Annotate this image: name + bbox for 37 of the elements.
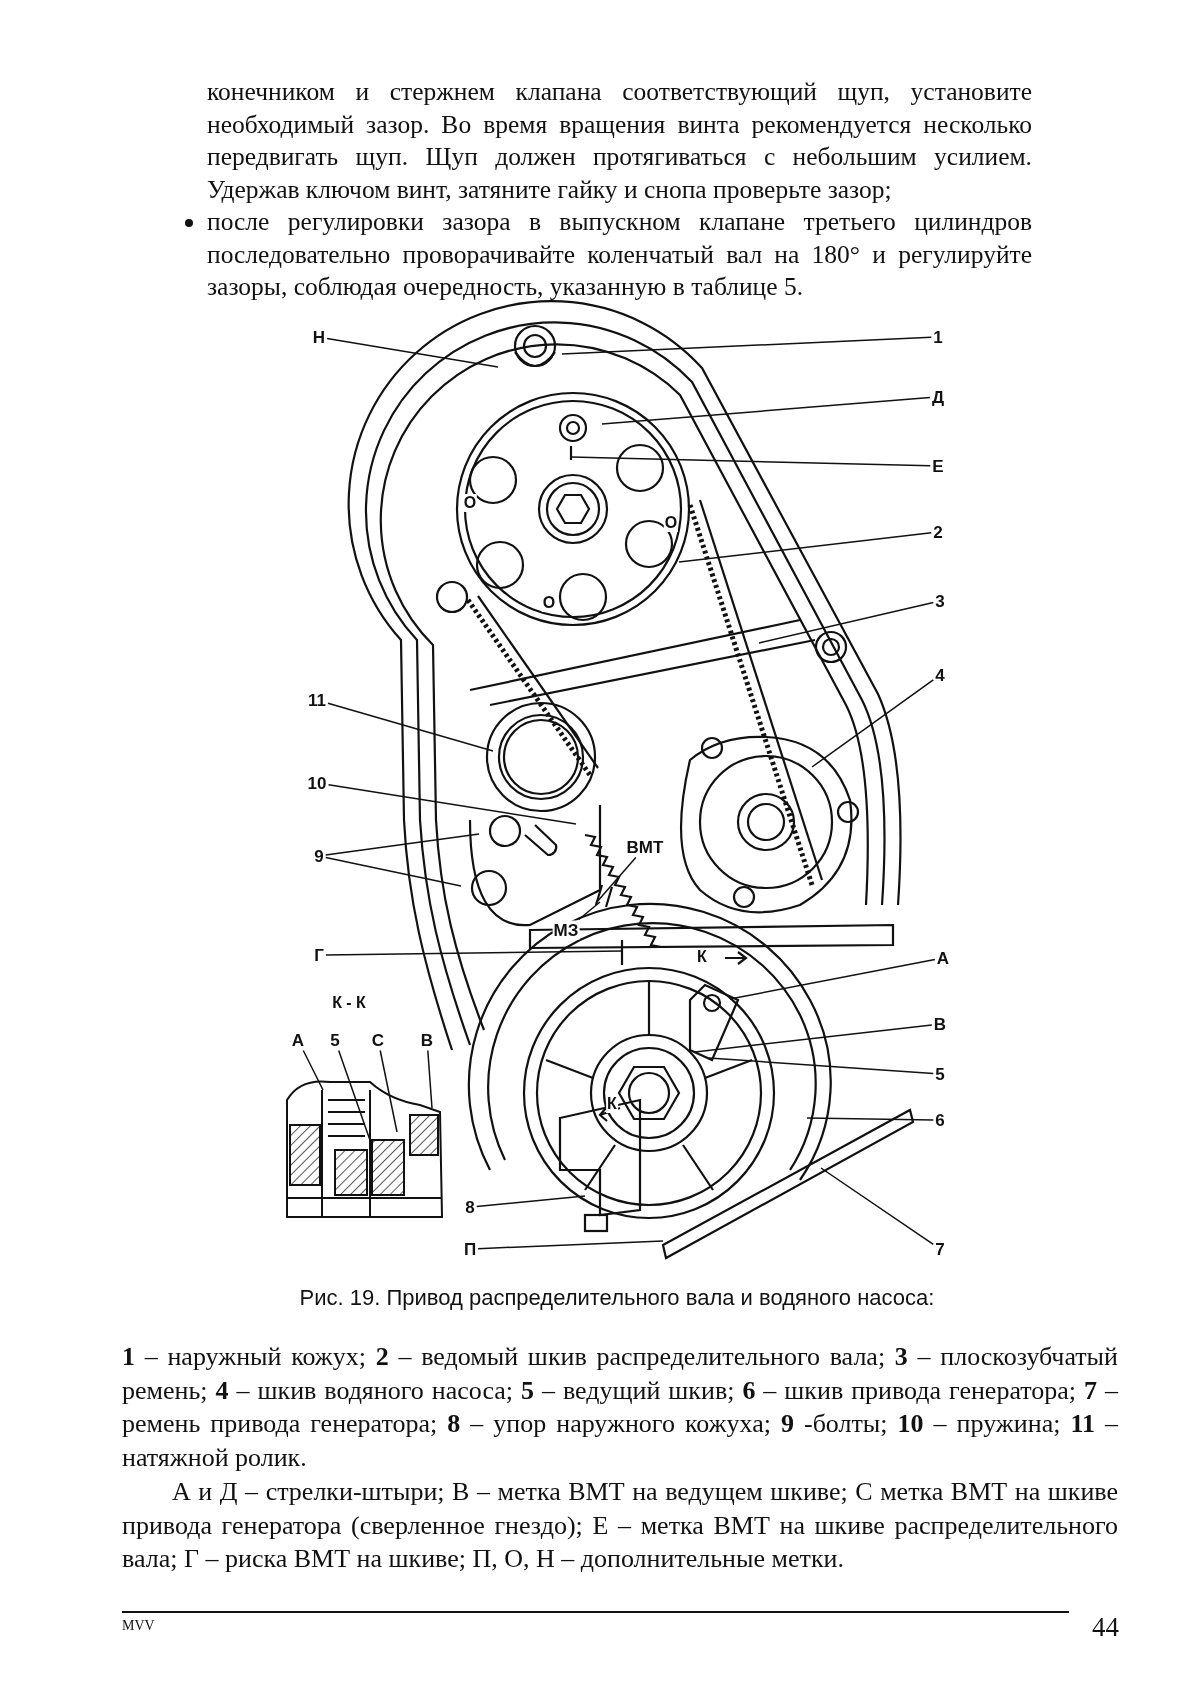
leader-line xyxy=(325,950,623,956)
leader-line xyxy=(327,784,577,825)
leader-line xyxy=(327,702,494,752)
leader-line xyxy=(326,337,499,368)
leader-line xyxy=(729,958,936,1000)
leader-line xyxy=(302,1049,324,1091)
leader-line xyxy=(595,856,637,904)
leader-line xyxy=(708,1057,935,1075)
leader-line xyxy=(477,1240,664,1250)
leader-line xyxy=(820,1167,935,1246)
leader-line xyxy=(806,1117,935,1121)
leader-line xyxy=(427,1049,433,1109)
mark-label: О xyxy=(462,494,478,512)
mark-label: О xyxy=(541,594,557,612)
leader-line xyxy=(561,336,933,355)
leader-line xyxy=(570,456,932,467)
leader-line xyxy=(601,396,931,425)
leader-line xyxy=(811,679,935,768)
legend-paragraph: А и Д – стрелки-штыри; В – метка ВМТ на ведущем шкиве; С метка ВМТ на шкиве привода генератора (сверленное гнездо); Е – метка ВМТ на шкиве распределительного вала; Г – риска ВМТ на шкиве; П, О, Н – дополнительные метки. xyxy=(122,1476,1118,1576)
callout-label: МЗ xyxy=(552,920,580,940)
figure-caption: Рис. 19. Привод распределительного вала и водяного насоса: xyxy=(298,1285,936,1311)
section-marker-label: К xyxy=(606,1095,618,1113)
leader-line xyxy=(694,1024,933,1053)
leader-line xyxy=(758,601,935,644)
leader-line xyxy=(475,1195,586,1208)
leader-line xyxy=(678,532,933,563)
footer-initials: MVV xyxy=(122,1618,155,1634)
page-number: 44 xyxy=(1092,1612,1119,1643)
leader-line xyxy=(578,901,601,921)
section-title: К - К xyxy=(332,994,366,1012)
bullet-paragraph: после регулировки зазора в выпускном клапане третьего цилиндров последовательно проворачивайте коленчатый вал на 180° и регулируйте зазоры, соблюдая очередность, указанную в таблице 5. xyxy=(207,206,1032,303)
leader-line xyxy=(324,833,480,856)
legend-paragraph: 1 – наружный кожух; 2 – ведомый шкив распределительного вала; 3 – плоскозубчатый ремень; 4 – шкив водяного насоса; 5 – ведущий шкив; 6 – шкив привода генератора; 7 – ремень привода генератора; 8 – упор наружного кожуха; 9 -болты; 10 – пружина; 11 – натяжной ролик. xyxy=(122,1341,1118,1474)
leader-line xyxy=(379,1049,398,1133)
leader-line xyxy=(324,856,462,887)
mark-label: О xyxy=(663,514,679,532)
body-paragraph: конечником и стержнем клапана соответствующий щуп, установите необходимый зазор. Во время вращения винта рекомендуется несколько передвигать щуп. Щуп должен протягиваться с небольшим усилием. Удержав ключом винт, затяните гайку и снопа проверьте зазор; xyxy=(207,76,1032,206)
